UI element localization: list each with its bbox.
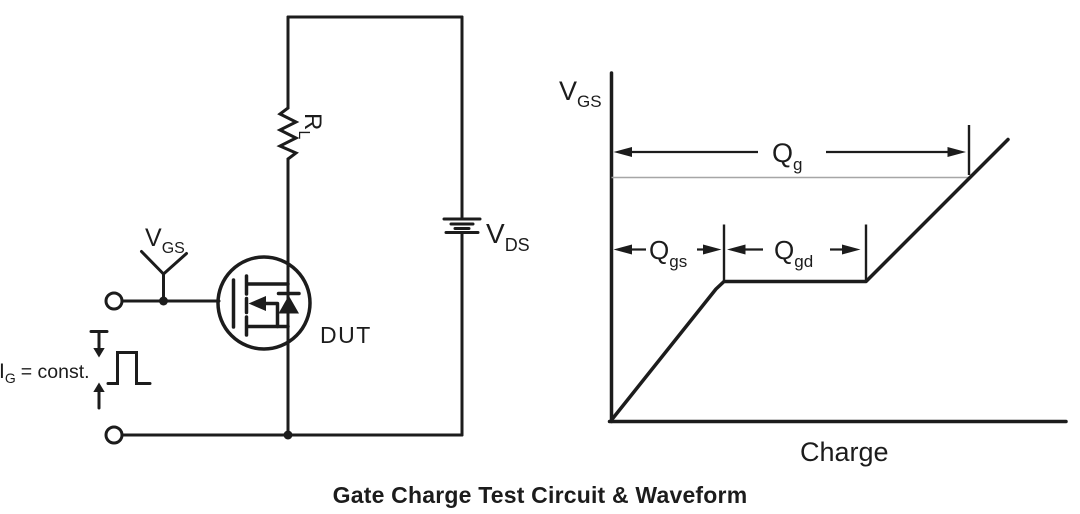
mosfet-dut-symbol — [216, 255, 312, 351]
source-junction-dot — [283, 430, 293, 440]
qg-left-arrowhead-icon — [613, 147, 632, 157]
body-diode-triangle-icon — [278, 295, 299, 314]
qgd-dimension: Qgd — [727, 224, 868, 282]
pulse-up-arrowhead-icon — [93, 382, 105, 392]
source-return-terminal — [104, 425, 124, 445]
vgs-probe-right-arm — [162, 252, 188, 276]
load-resistor-label: RL — [295, 113, 326, 139]
vgs-probe-left-arm — [140, 250, 165, 276]
pulse-down-arrowhead-icon — [93, 348, 105, 358]
mosfet-body-link — [263, 301, 280, 329]
qgs-dimension: Qgs — [613, 224, 726, 282]
vds-supply-label: VDS — [486, 218, 530, 255]
y-axis-label: VGS — [559, 76, 602, 111]
gate-current-pulse — [89, 330, 152, 410]
gate-input-terminal — [104, 291, 124, 311]
qgs-label: Qgs — [649, 235, 687, 271]
load-resistor-zigzag — [276, 106, 300, 161]
dut-label: DUT — [320, 322, 372, 348]
pulse-waveform — [106, 351, 152, 385]
qgd-label: Qgd — [774, 235, 813, 271]
mosfet-body-arrowhead-icon — [248, 296, 266, 311]
waveform-plot: Qg Qgs Qgd — [559, 71, 1068, 467]
qg-dimension: Qg — [613, 125, 971, 175]
qgd-right-arrowhead-icon — [842, 244, 861, 255]
qgs-right-arrowhead-icon — [703, 244, 722, 255]
qg-right-arrowhead-icon — [947, 147, 966, 157]
qgs-left-arrowhead-icon — [613, 244, 632, 255]
mosfet-body-circle — [216, 255, 312, 351]
gate-charge-curve — [609, 137, 1010, 422]
figure-title: Gate Charge Test Circuit & Waveform — [332, 482, 748, 508]
vgs-probe — [140, 250, 188, 303]
qgd-left-arrowhead-icon — [727, 244, 746, 255]
vgs-probe-label: VGS — [145, 224, 185, 257]
qg-label: Qg — [772, 138, 802, 174]
circuit-diagram: VGS IG= const. RL VDS DUT — [0, 15, 530, 445]
ig-const-label: IG= const. — [0, 360, 90, 386]
battery-vds — [442, 217, 482, 234]
x-axis-label: Charge — [800, 437, 889, 467]
